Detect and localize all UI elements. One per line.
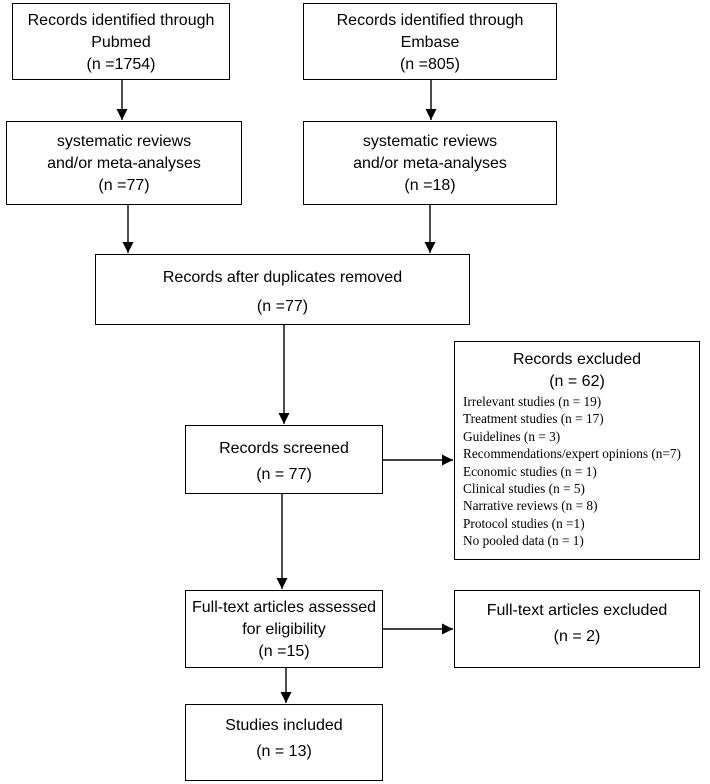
excluded-reason-item: Irrelevant studies (n = 19) <box>463 394 602 409</box>
dedup-box: Records after duplicates removed (n =77) <box>95 254 470 325</box>
included-box: Studies included (n = 13) <box>185 704 383 781</box>
ft-excluded-label: Full-text articles excluded <box>486 602 668 619</box>
sr-embase-box: systematic reviews and/or meta-analyses … <box>303 121 557 205</box>
excluded-reason-item: Protocol studies (n =1) <box>463 515 585 531</box>
excluded-reason-item: Clinical studies (n = 5) <box>463 481 585 497</box>
included-label: Studies included <box>225 717 343 734</box>
embase-records-line1: Records identified through <box>336 12 524 29</box>
excluded-reason-item: Treatment studies (n = 17) <box>463 411 604 427</box>
pubmed-records-count: (n =1754) <box>86 56 156 73</box>
included-count: (n = 13) <box>256 743 312 760</box>
excluded-reason-item: No pooled data (n = 1) <box>463 533 584 549</box>
excluded-reason-item: Guidelines (n = 3) <box>463 428 561 444</box>
screened-count: (n = 77) <box>256 466 312 483</box>
excluded-reasons-list: Irrelevant studies (n = 19) Treatment st… <box>455 393 699 550</box>
ft-excluded-box: Full-text articles excluded (n = 2) <box>454 590 700 668</box>
excluded-box: Records excluded (n = 62) Irrelevant stu… <box>454 341 700 560</box>
pubmed-records-box: Records identified through Pubmed (n =17… <box>12 3 230 80</box>
sr-pubmed-line2: and/or meta-analyses <box>47 155 201 172</box>
sr-pubmed-count: (n =77) <box>98 177 150 194</box>
dedup-count: (n =77) <box>256 298 309 315</box>
pubmed-records-line2: Pubmed <box>91 34 151 51</box>
sr-embase-line2: and/or meta-analyses <box>353 155 507 172</box>
pubmed-records-line1: Records identified through <box>27 12 215 29</box>
fulltext-count: (n =15) <box>258 643 310 660</box>
sr-embase-line1: systematic reviews <box>362 133 498 150</box>
embase-records-box: Records identified through Embase (n =80… <box>303 3 557 80</box>
ft-excluded-count: (n = 2) <box>553 628 601 645</box>
excluded-title: Records excluded <box>512 351 642 368</box>
screened-box: Records screened (n = 77) <box>185 425 383 494</box>
embase-records-line2: Embase <box>400 34 460 51</box>
embase-records-count: (n =805) <box>399 56 461 73</box>
sr-pubmed-line1: systematic reviews <box>56 133 192 150</box>
fulltext-box: Full-text articles assessed for eligibil… <box>185 590 383 668</box>
screened-label: Records screened <box>219 440 349 457</box>
dedup-label: Records after duplicates removed <box>162 269 403 286</box>
excluded-count: (n = 62) <box>549 373 605 390</box>
sr-pubmed-box: systematic reviews and/or meta-analyses … <box>6 121 242 205</box>
excluded-reason-item: Narrative reviews (n = 8) <box>463 498 598 514</box>
fulltext-line2: for eligibility <box>242 621 326 638</box>
fulltext-line1: Full-text articles assessed <box>191 599 377 616</box>
excluded-reason-item: Recommendations/expert opinions (n=7) <box>463 446 681 462</box>
sr-embase-count: (n =18) <box>404 177 456 194</box>
excluded-reason-item: Economic studies (n = 1) <box>463 463 597 479</box>
